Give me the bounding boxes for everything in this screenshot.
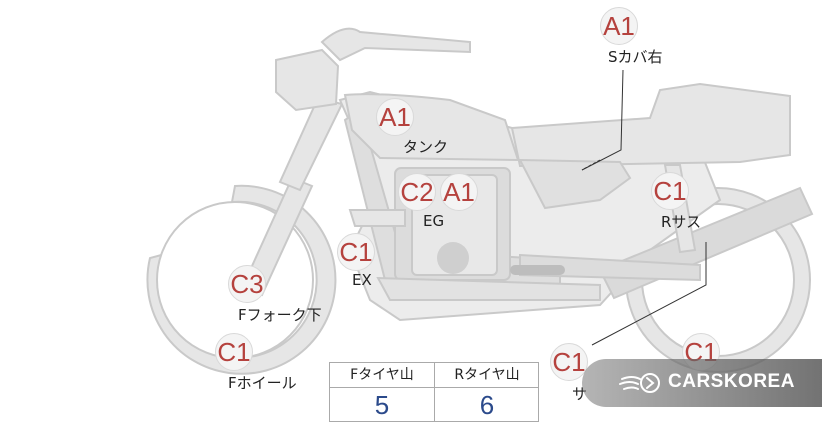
grade-marker-engine-1: C2 <box>398 173 436 211</box>
grade-marker-engine-2: A1 <box>440 173 478 211</box>
grade-marker-front-wheel: C1 <box>215 333 253 371</box>
seat-shape <box>510 82 791 168</box>
tire-tread-table: Fタイヤ山 Rタイヤ山 5 6 <box>329 362 539 422</box>
header-rear-tire: Rタイヤ山 <box>435 363 539 388</box>
grade-marker-tank: A1 <box>376 98 414 136</box>
label-engine: EG <box>423 212 445 230</box>
grade-marker-side: C1 <box>550 343 588 381</box>
value-front-tire: 5 <box>374 390 390 420</box>
flame-logo-icon <box>619 373 660 393</box>
headlight-shape <box>275 48 340 112</box>
label-tank: タンク <box>403 138 449 156</box>
label-front-fork-lower: Fフォーク下 <box>238 306 322 324</box>
carskorea-watermark: CARSKOREA <box>582 359 822 407</box>
grade-marker-rear-suspension: C1 <box>651 172 689 210</box>
watermark-text: CARSKOREA <box>668 371 795 392</box>
side-cover-shape <box>518 158 632 210</box>
exhaust-shape <box>348 209 406 227</box>
value-rear-tire: 6 <box>479 390 495 420</box>
label-s-cover-right: Sカバ右 <box>608 48 663 66</box>
grade-marker-exhaust: C1 <box>337 233 375 271</box>
label-rear-suspension: Rサス <box>661 213 702 231</box>
label-front-wheel: Fホイール <box>228 374 297 392</box>
table-divider <box>434 363 435 421</box>
header-front-tire: Fタイヤ山 <box>330 363 434 388</box>
grade-marker-front-fork: C3 <box>228 265 266 303</box>
grade-marker-s-cover: A1 <box>600 7 638 45</box>
label-exhaust: EX <box>352 271 372 289</box>
